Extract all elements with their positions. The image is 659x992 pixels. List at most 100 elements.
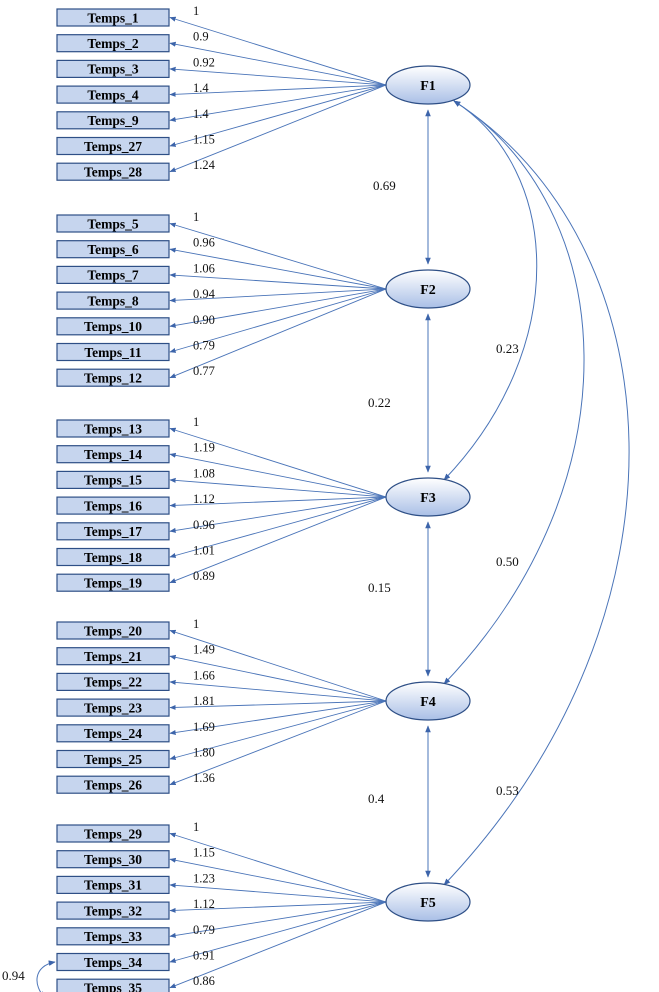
loading-path [169,832,387,903]
loading-path [169,882,387,903]
indicator-box [56,749,170,769]
indicator-box [56,775,170,794]
indicator-label: Temps_7 [87,268,139,283]
indicator-label: Temps_27 [84,139,142,154]
loading-value: 0.94 [193,287,216,301]
factor-ellipse [385,65,471,105]
loading-path [169,700,387,735]
indicator-label: Temps_14 [84,447,142,462]
covariance-value: 0.4 [368,791,385,806]
loading-value: 1.36 [193,771,215,785]
indicator-box [56,824,170,843]
error-covariance-value: 0.94 [2,968,25,983]
covariance-path [443,100,538,481]
nodes-layer [56,8,471,992]
loading-path [169,700,387,760]
loading-value: 1.19 [193,441,215,455]
indicator-box [56,547,170,567]
indicator-box [56,291,170,310]
indicator-label: Temps_24 [84,726,142,741]
loading-value: 0.91 [193,949,215,963]
indicator-label: Temps_22 [84,675,142,690]
loading-path [169,41,387,86]
loading-path [169,16,387,86]
loading-path [169,496,387,558]
indicator-label: Temps_3 [87,62,139,77]
indicator-box [56,59,170,79]
loading-path [169,288,387,379]
loading-path [169,496,387,533]
loading-path [169,901,387,938]
indicator-box [56,419,170,438]
indicator-label: Temps_15 [84,473,142,488]
factor-label: F5 [420,896,436,911]
indicator-box [56,470,170,489]
indicator-label: Temps_18 [84,550,142,565]
indicator-label: Temps_2 [87,36,139,51]
indicator-box [56,214,170,233]
loading-path [169,272,387,290]
loading-path [169,629,387,702]
loading-value: 1.08 [193,466,215,480]
loading-value: 1 [193,4,199,18]
loading-value: 0.92 [193,55,215,69]
indicator-label: Temps_4 [87,87,139,102]
indicator-box [56,496,170,515]
factor-ellipse [385,882,471,922]
indicator-box [56,850,170,869]
covariance-value: 0.53 [496,783,519,798]
indicator-label: Temps_13 [84,421,142,436]
loading-path [169,901,387,963]
loading-value: 0.79 [193,339,215,353]
loading-path [169,857,387,903]
covariance-value: 0.50 [496,554,519,569]
loading-path [169,700,387,786]
loading-path [169,427,387,498]
loading-value: 1.4 [193,81,209,95]
loading-value: 0.89 [193,569,215,583]
loading-value: 1.4 [193,107,209,121]
indicator-label: Temps_1 [87,10,139,25]
loading-path [169,452,387,498]
loading-value: 1.15 [193,133,215,147]
factor-label: F2 [420,283,436,298]
loading-path [169,679,387,702]
loading-value: 1.23 [193,871,215,885]
indicator-label: Temps_32 [84,903,142,918]
covariance-value: 0.15 [368,580,391,595]
loading-value: 1.06 [193,261,215,275]
indicator-label: Temps_6 [87,242,139,257]
indicator-box [56,342,170,362]
covariance-value: 0.22 [368,395,391,410]
loading-path [169,84,387,122]
indicator-box [56,647,170,666]
loading-value: 1 [193,820,199,834]
loading-value: 0.96 [193,518,215,532]
factor-ellipse [385,681,471,721]
indicator-label: Temps_12 [84,371,142,386]
indicator-label: Temps_20 [84,623,142,638]
indicator-box [56,265,170,284]
loading-value: 1.81 [193,694,215,708]
factor-label: F1 [420,79,436,94]
loading-value: 1.49 [193,643,215,657]
indicator-label: Temps_34 [84,955,142,970]
loading-path [169,901,387,989]
loading-path [169,288,387,328]
loading-path [169,496,387,584]
indicator-box [56,136,170,156]
indicator-box [56,522,170,541]
factor-ellipse [385,269,471,309]
loading-path [169,84,387,173]
indicator-label: Temps_17 [84,524,142,539]
factor-label: F3 [420,491,436,506]
indicator-box [56,724,170,743]
indicator-label: Temps_21 [84,649,142,664]
indicator-label: Temps_31 [84,878,142,893]
loading-value: 1 [193,617,199,631]
loading-path [169,84,387,147]
indicator-label: Temps_23 [84,700,142,715]
indicator-label: Temps_29 [84,826,142,841]
loading-value: 0.79 [193,923,215,937]
